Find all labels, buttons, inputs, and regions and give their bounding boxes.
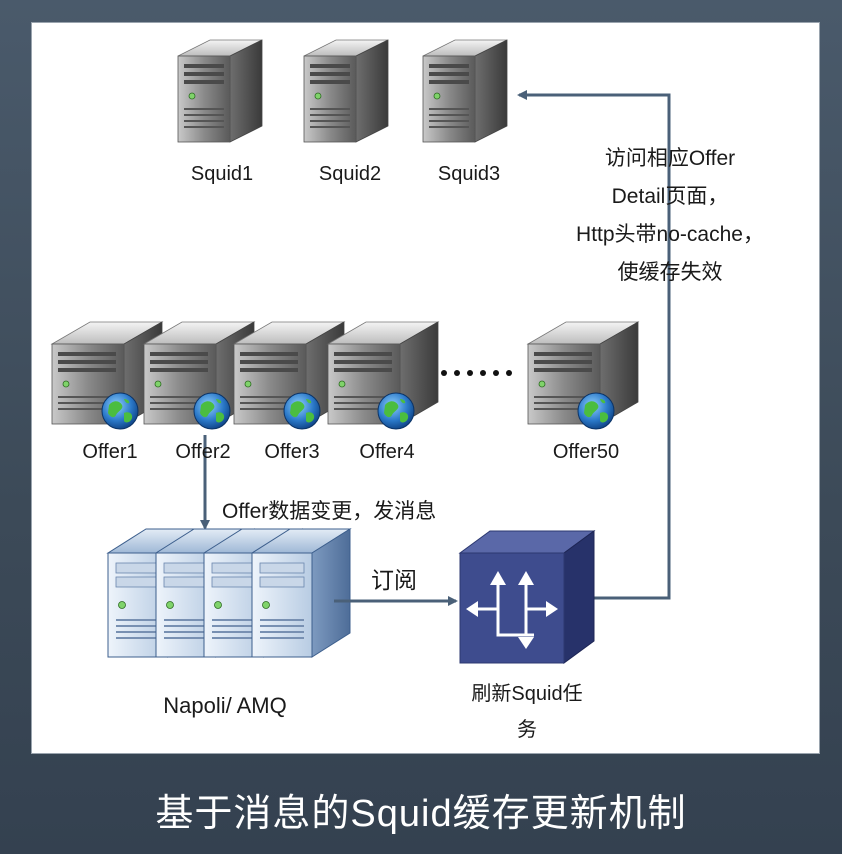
invalidate-note: 访问相应Offer Detail页面， Http头带no-cache， 使缓存失… (540, 140, 800, 292)
offer3-label: Offer3 (264, 441, 320, 463)
publish-label: Offer数据变更，发消息 (222, 500, 437, 523)
squid1-label: Squid1 (190, 163, 254, 185)
note-line-1: 访问相应Offer (604, 147, 736, 170)
squid-server-icon-1 (177, 39, 263, 143)
squid3-label: Squid3 (437, 163, 501, 185)
mq-label: Napoli/ AMQ (163, 693, 287, 718)
offer1-label: Offer1 (82, 441, 138, 463)
subscribe-label: 订阅 (371, 567, 417, 593)
squid-server-icon-2 (303, 39, 389, 143)
router-icon (458, 530, 596, 664)
note-line-4: 使缓存失效 (617, 261, 723, 284)
diagram-panel: Squid1 Squid2 Squid3 Offer1 Offer2 Offer… (31, 22, 820, 754)
ellipsis-dots (441, 370, 512, 376)
diagram-canvas (51, 39, 671, 664)
squid-server-icon-3 (422, 39, 508, 143)
offer-server-icon-3 (233, 321, 345, 430)
offer4-label: Offer4 (359, 441, 415, 463)
offer50-label: Offer50 (552, 441, 620, 463)
task-label-line2: 务 (517, 719, 537, 741)
note-line-3: Http头带no-cache， (576, 223, 764, 246)
note-line-2: Detail页面， (611, 185, 729, 208)
offer-server-icon-4 (327, 321, 439, 430)
mq-server-icon (107, 528, 351, 658)
task-label-line1: 刷新Squid任 (471, 683, 583, 705)
offer-server-icon-50 (527, 321, 639, 430)
offer2-label: Offer2 (175, 441, 231, 463)
slide-caption: 基于消息的Squid缓存更新机制 (155, 793, 687, 835)
squid2-label: Squid2 (318, 163, 382, 185)
invalidate-arrow (517, 90, 671, 600)
